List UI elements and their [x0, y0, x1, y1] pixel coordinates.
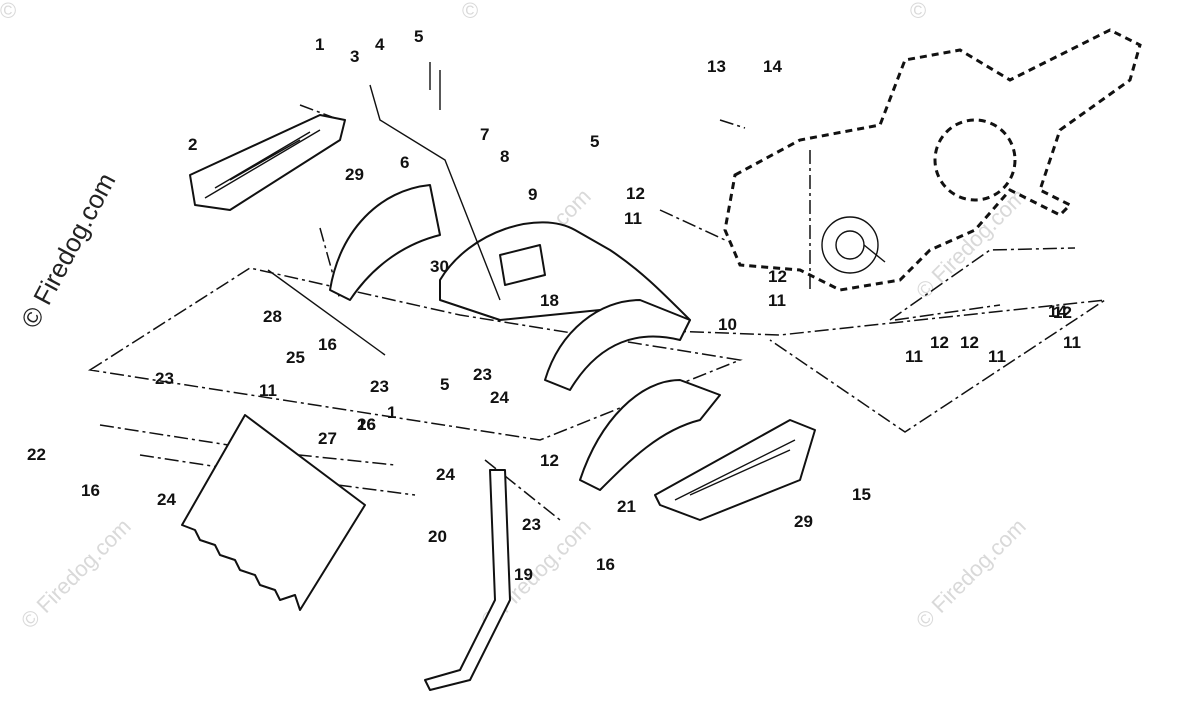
callout-11: 11 — [1063, 333, 1081, 352]
callout-12: 12 — [626, 184, 645, 203]
watermark-text: © Firedog.com — [911, 184, 1031, 304]
callout-1: 1 — [387, 403, 396, 422]
callout-14: 14 — [763, 57, 782, 76]
callout-26: 26 — [357, 415, 376, 434]
callout-15: 15 — [852, 485, 871, 504]
footrest-right — [654, 419, 816, 521]
callout-6: 6 — [400, 153, 409, 172]
callout-24: 24 — [0, 0, 19, 4]
callout-12: 12 — [930, 333, 949, 352]
watermark-text: © Firedog.com — [15, 168, 122, 333]
callout-16: 16 — [318, 335, 337, 354]
callout-24: 24 — [490, 388, 509, 407]
callout-18: 18 — [540, 291, 559, 310]
callout-4: 4 — [375, 35, 385, 54]
callout-11: 11 — [988, 347, 1006, 366]
side-shields — [329, 184, 721, 491]
watermark-corner: © — [0, 0, 16, 23]
callout-16: 16 — [81, 481, 100, 500]
callout-24: 24 — [157, 490, 176, 509]
callout-30: 30 — [430, 257, 449, 276]
callout-21: 21 — [617, 497, 636, 516]
tine-shield — [439, 221, 691, 391]
callout-5: 5 — [414, 27, 423, 46]
callout-12: 12 — [960, 333, 979, 352]
callout-24: 24 — [436, 465, 455, 484]
callout-16: 16 — [596, 555, 615, 574]
callout-23: 23 — [522, 515, 541, 534]
callout-27: 27 — [318, 429, 337, 448]
callout-29: 29 — [345, 165, 364, 184]
callout-16: 16 — [357, 415, 376, 434]
callout-28: 28 — [263, 307, 282, 326]
callout-2: 2 — [188, 135, 197, 154]
drag-bar — [181, 414, 366, 611]
footrest-left — [189, 114, 346, 211]
callout-10: 10 — [718, 315, 737, 334]
watermark-corner: © — [910, 0, 926, 23]
callout-7: 7 — [480, 125, 489, 144]
callout-23: 23 — [155, 369, 174, 388]
callout-13: 13 — [707, 57, 726, 76]
watermark-corner: © — [462, 0, 478, 23]
watermark-text: © Firedog.com — [16, 514, 136, 634]
callout-22: 22 — [27, 445, 46, 464]
callout-25: 25 — [286, 348, 305, 367]
callout-5: 5 — [590, 132, 599, 151]
callout-12: 12 — [1053, 303, 1072, 322]
callout-20: 20 — [428, 527, 447, 546]
callout-11: 11 — [259, 381, 277, 400]
callout-23: 23 — [370, 377, 389, 396]
tiller-frame — [723, 28, 1142, 292]
callout-23: 23 — [473, 365, 492, 384]
callout-8: 8 — [500, 147, 509, 166]
callout-11: 11 — [768, 291, 786, 310]
callout-29: 29 — [794, 512, 813, 531]
callout-5: 5 — [440, 375, 449, 394]
callout-9: 9 — [528, 185, 537, 204]
depth-bar — [424, 469, 511, 691]
watermark-text: © Firedog.com — [911, 514, 1031, 634]
callout-19: 19 — [514, 565, 533, 584]
callout-11: 11 — [624, 209, 642, 228]
callout-14: 14 — [1048, 302, 1067, 321]
callout-11: 11 — [905, 347, 923, 366]
control-rod — [267, 62, 501, 356]
callout-12: 12 — [540, 451, 559, 470]
callout-12: 12 — [768, 267, 787, 286]
callout-3: 3 — [350, 47, 359, 66]
callout-1: 1 — [315, 35, 324, 54]
